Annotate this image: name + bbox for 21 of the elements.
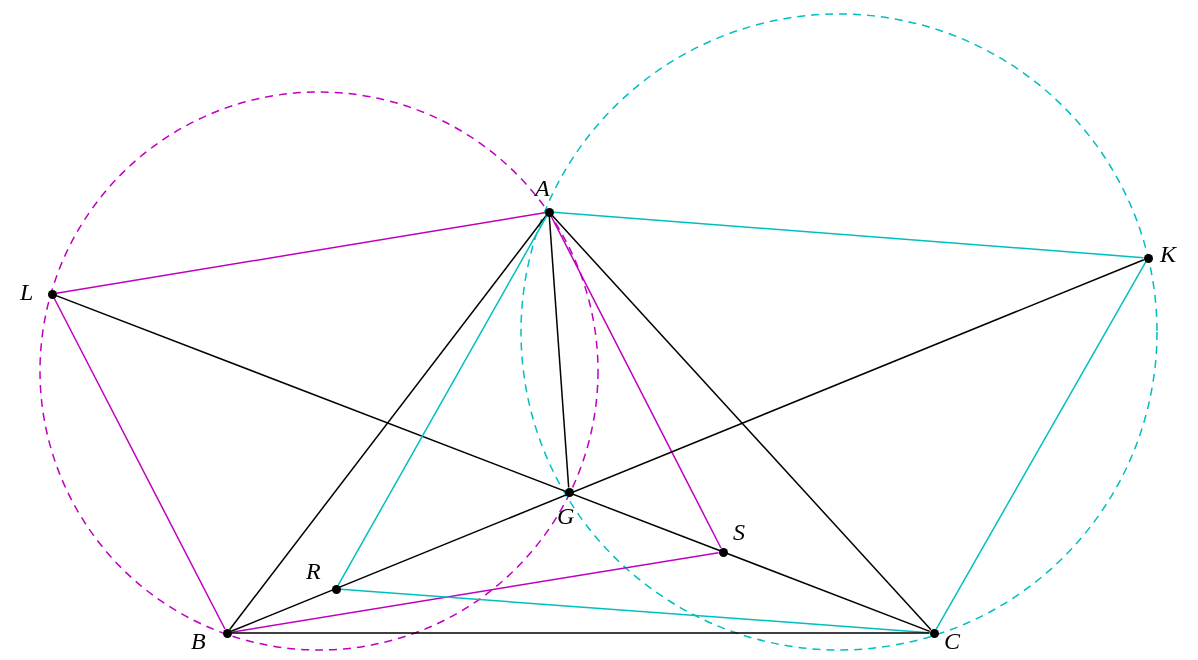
line-segment — [548, 215, 570, 489]
point-label: K — [1160, 242, 1176, 266]
point-label: G — [557, 504, 575, 528]
point-label: S — [733, 520, 745, 544]
point-label: L — [20, 280, 34, 304]
line-segment — [552, 211, 1145, 259]
line-segment — [230, 258, 1145, 633]
point-label: B — [191, 629, 206, 653]
point-label: R — [306, 559, 321, 583]
point-label: A — [535, 176, 550, 200]
line-segment — [53, 297, 226, 630]
line-segment — [55, 212, 546, 294]
line-segment — [551, 214, 932, 631]
line-segment — [55, 294, 931, 633]
line-segment — [229, 214, 547, 631]
line-segment — [230, 632, 931, 634]
line-segment — [230, 552, 720, 633]
point-label: C — [944, 629, 960, 653]
line-segment — [337, 215, 548, 586]
line-segment — [935, 261, 1147, 630]
line-segment — [550, 215, 722, 549]
